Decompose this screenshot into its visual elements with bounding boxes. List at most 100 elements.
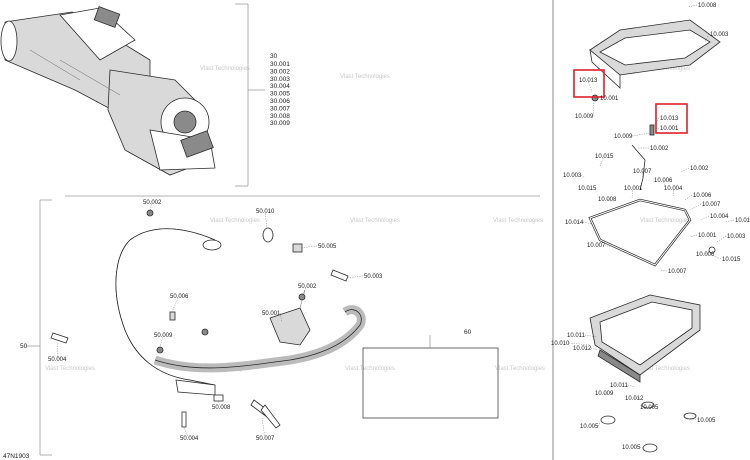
leader-line [590,347,598,351]
winch-subitem-label: 30.005 [270,91,290,98]
part-number-label: 50.004 [180,436,199,442]
part-number-label: 50.007 [256,436,275,442]
part-number-label: 10.003 [727,234,746,240]
watermark: Vlast Technologies [640,218,690,224]
part-number-label: 10.001 [600,96,619,102]
part-number-label: 50.001 [262,311,281,317]
leader-line [279,312,283,323]
leader-line [699,215,710,221]
part-number-label: 10.010 [551,341,570,347]
part-number-label: 10.012 [573,346,592,352]
part-number-label: 10.001 [660,126,679,132]
part-number-label: 10.007 [587,243,606,249]
part-number-label: 10.011 [610,383,629,389]
leader-line [716,235,727,243]
part-number-label: 50.009 [154,333,173,339]
highlight-box [573,69,605,98]
winch-subitem-label: 30.003 [270,76,290,83]
leader-line [56,341,59,360]
part-number-label: 10.015 [578,186,597,192]
part-number-label: 10.002 [650,146,669,152]
leader-line [631,187,634,199]
part-number-label: 10.006 [693,193,712,199]
part-number-label: 50.004 [48,357,67,363]
leader-line [687,4,698,8]
bracket-small-parts [50,209,349,429]
leader-line [603,392,609,396]
watermark: Vlast Technologies [640,366,690,372]
winch-subitem-label: 30.006 [270,98,290,105]
winch-assembly [0,6,216,176]
leader-line [724,219,735,223]
part-number-label: 10.015 [722,257,741,263]
storage-lid [589,19,721,89]
part-number-label: 10.009 [575,114,594,120]
group-number: 30 [270,53,278,60]
highlight-box [655,103,688,134]
watermark: Vlast Technologies [340,74,390,80]
part-number-label: 10.005 [640,405,659,411]
mounting-bracket [115,228,366,396]
bracket-group-callout: 50 [20,199,52,456]
leader-line [713,255,722,260]
part-number-label: 50.002 [143,200,162,206]
leader-line [597,421,601,427]
leader-line [689,417,697,421]
watermark: Vlast Technologies [350,218,400,224]
watermark: Vlast Technologies [640,66,690,72]
leader-line [587,79,593,93]
winch-subitem-label: 30.004 [270,83,290,90]
leader-line [586,187,591,191]
box-number: 60 [464,329,472,336]
leader-line [582,221,593,225]
watermark: Vlast Technologies [495,366,545,372]
part-number-label: 10.002 [690,166,709,172]
watermark: Vlast Technologies [493,218,543,224]
leader-line [689,234,698,238]
part-number-label: 10.009 [595,391,614,397]
leader-line [183,427,190,439]
watermark: Vlast Technologies [345,366,395,372]
winch-subitem-label: 30.009 [270,120,290,127]
part-number-label: 10.012 [625,396,644,402]
leader-line [651,117,660,129]
part-number-label: 10.011 [567,333,586,339]
leader-line [641,170,644,181]
box-60: 60 [362,329,499,419]
watermark: Vlast Technologies [45,366,95,372]
winch-subitem-label: 30.001 [270,61,290,68]
leader-lines [56,4,735,450]
part-number-label: 10.007 [633,169,652,175]
leader-line [631,132,651,137]
part-number-label: 50.008 [212,405,231,411]
leader-line [662,179,666,187]
leader-line [604,244,611,248]
winch-group-callout: 30 30.00130.00230.00330.00430.00530.0063… [235,3,290,187]
part-number-label: 10.001 [698,233,717,239]
part-number-label: 10.003 [710,32,729,38]
group-number: 50 [20,343,28,350]
part-number-label: 10.003 [563,173,582,179]
part-number-label: 50.006 [170,294,189,300]
drawing-number: 47N1903 [3,453,30,460]
part-labels: 50.00250.01050.00550.00350.00250.00650.0… [48,3,750,451]
part-number-label: 10.005 [697,418,716,424]
part-number-label: 10.008 [598,197,617,203]
leader-line [299,245,318,249]
part-number-label: 10.014 [565,220,584,226]
storage-seal [588,198,692,267]
leader-line [568,342,591,346]
part-number-label: 50.010 [256,209,275,215]
leader-line [689,203,702,211]
leader-line [684,194,693,201]
leader-line [704,33,710,43]
leader-line [679,167,690,173]
leader-line [647,404,650,408]
winch-subitem-label: 30.008 [270,113,290,120]
part-number-label: 10.015 [595,154,614,160]
winch-subitem-label: 30.002 [270,68,290,75]
storage-box [589,294,701,383]
part-number-label: 50.005 [318,244,337,250]
